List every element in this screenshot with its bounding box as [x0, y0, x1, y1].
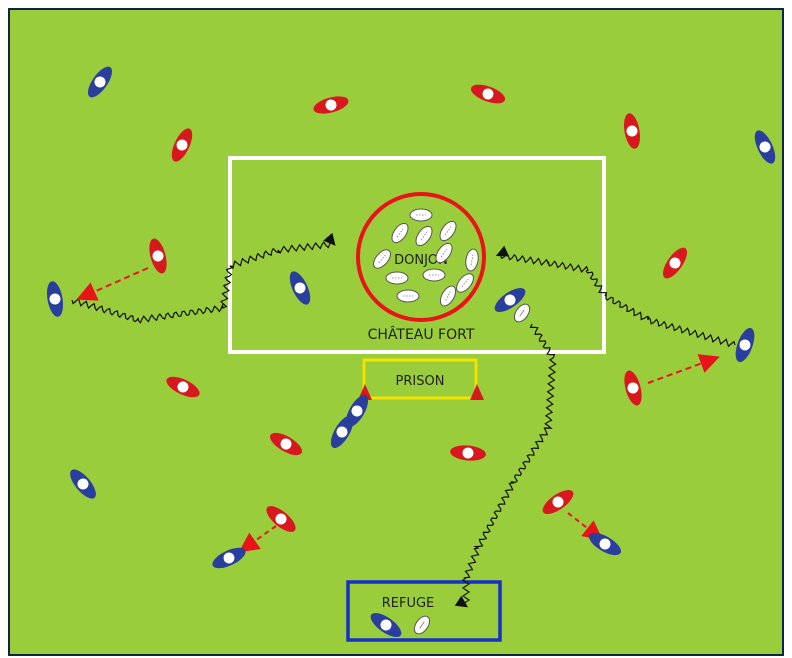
rugby-pitch: CHÂTEAU FORT DONJON PRISON REFUGE	[8, 8, 784, 656]
chateau-fort-label: CHÂTEAU FORT	[368, 325, 475, 343]
rugby-ball-icon	[386, 272, 408, 284]
refuge-label: REFUGE	[382, 596, 435, 611]
rugby-ball-icon	[410, 209, 432, 221]
rugby-ball-icon	[423, 269, 445, 281]
prison-label: PRISON	[396, 374, 445, 389]
rugby-ball-icon	[397, 290, 419, 302]
